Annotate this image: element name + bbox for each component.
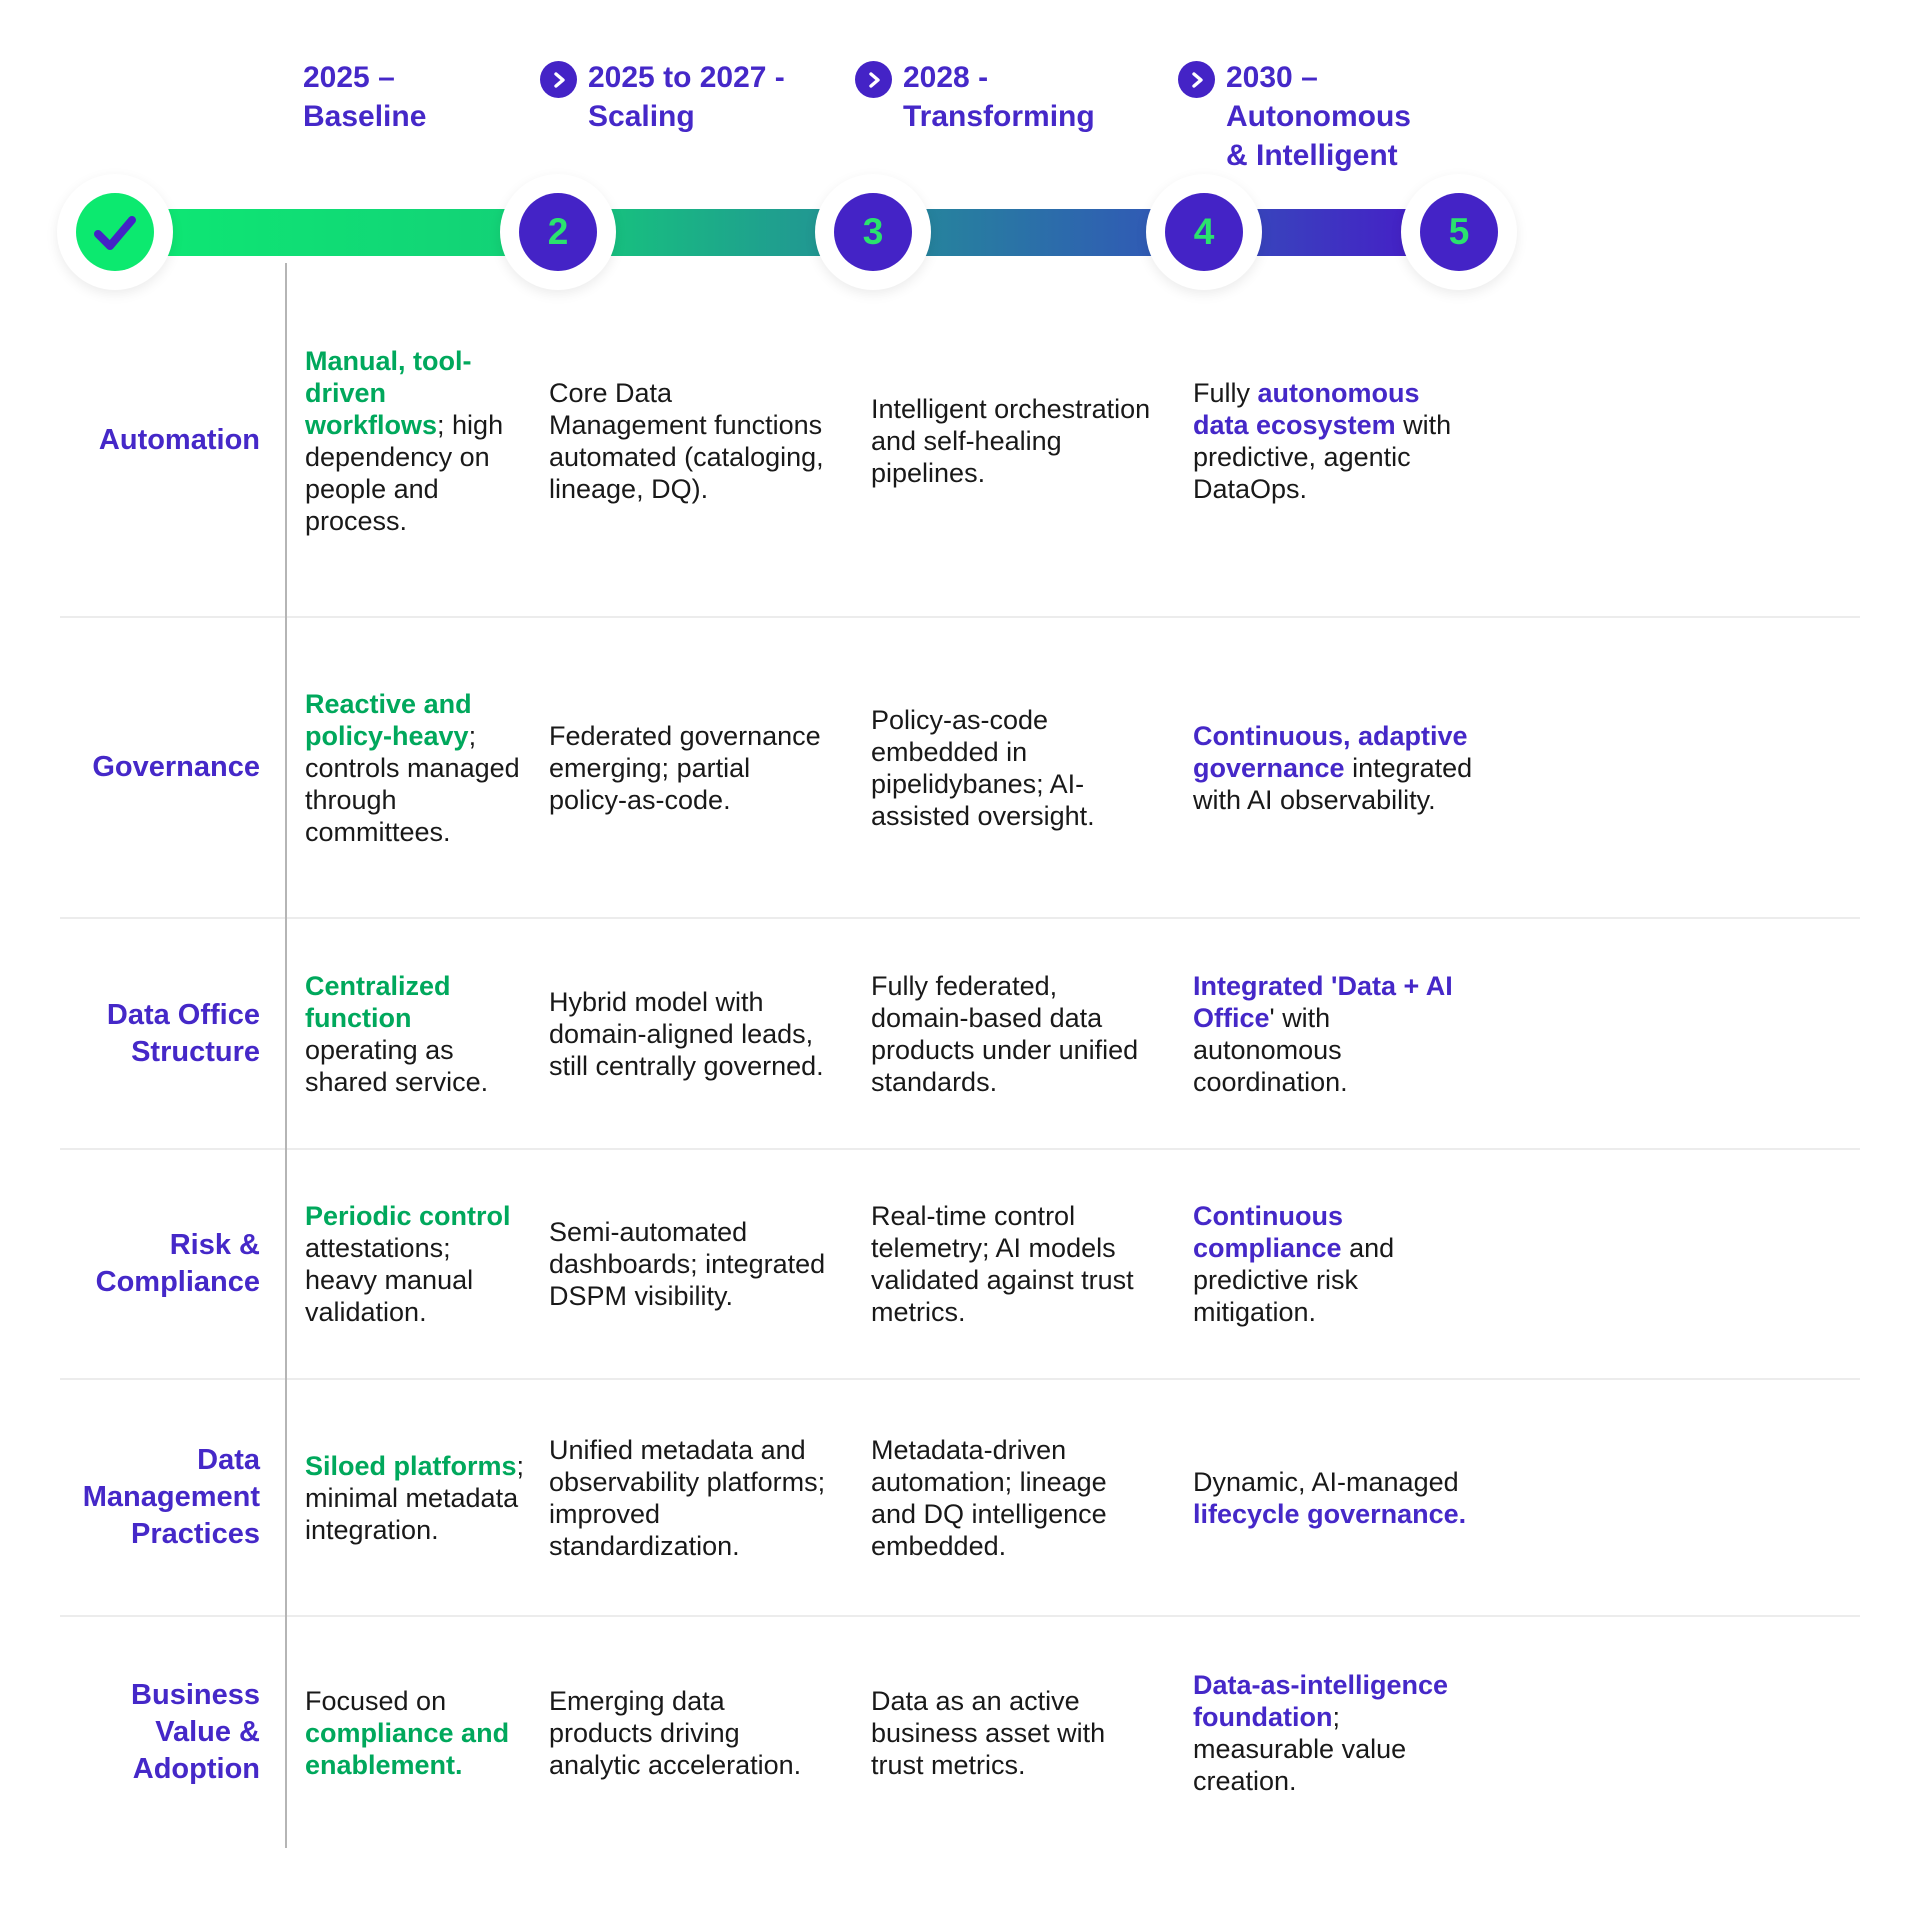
cell-2028: Metadata-driven automation; lineage and …: [871, 1434, 1107, 1561]
node-number: 2: [519, 193, 597, 271]
cell-2030: Continuous compliance and predictive ris…: [1193, 1201, 1395, 1327]
chevron-right-icon: [855, 61, 892, 98]
cell-2028: Policy-as-code embedded in pipelidybanes…: [871, 704, 1095, 831]
phase-title: 2025 to 2027 - Scaling: [588, 61, 785, 133]
phase-header-scaling: 2025 to 2027 - Scaling: [540, 58, 785, 136]
timeline-node-1: [57, 174, 173, 290]
phase-title: 2030 – Autonomous & Intelligent: [1226, 61, 1411, 172]
table-row-automation: Automation Manual, tool-driven workflows…: [60, 265, 1860, 616]
cell-2028: Real-time control telemetry; AI models v…: [871, 1201, 1134, 1327]
timeline-node-5: 5: [1401, 174, 1517, 290]
table-row-data-office-structure: Data Office Structure Centralized functi…: [60, 917, 1860, 1148]
row-label: Automation: [98, 424, 260, 456]
phase-header-baseline: 2025 – Baseline: [303, 58, 426, 136]
timeline-node-4: 4: [1146, 174, 1262, 290]
row-label: Business Value & Adoption: [131, 1679, 260, 1785]
cell-2025: Periodic control attestations; heavy man…: [305, 1201, 511, 1327]
cell-2025-2027: Hybrid model with domain-aligned leads, …: [549, 986, 824, 1081]
cell-2025: Focused on compliance and enablement.: [305, 1685, 510, 1780]
phase-title: 2025 – Baseline: [303, 61, 427, 133]
cell-2030: Continuous, adaptive governance integrat…: [1193, 720, 1473, 815]
cell-2030: Fully autonomous data ecosystem with pre…: [1193, 377, 1452, 504]
cell-2030: Dynamic, AI-managed lifecycle governance…: [1193, 1466, 1467, 1529]
cell-2030: Data-as-intelligence foundation; measura…: [1193, 1669, 1449, 1796]
timeline-node-3: 3: [815, 174, 931, 290]
table-row-governance: Governance Reactive and policy-heavy; co…: [60, 616, 1860, 917]
table-row-business-value-adoption: Business Value & Adoption Focused on com…: [60, 1615, 1860, 1848]
cell-2025-2027: Federated governance emerging; partial p…: [549, 720, 821, 815]
cell-2025-2027: Core Data Management functions automated…: [549, 377, 824, 504]
table-vertical-divider: [285, 263, 287, 1848]
row-label: Risk & Compliance: [95, 1229, 260, 1298]
phase-header-transforming: 2028 - Transforming: [855, 58, 1095, 136]
cell-2025-2027: Emerging data products driving analytic …: [549, 1685, 802, 1780]
chevron-right-icon: [1178, 61, 1215, 98]
phase-title: 2028 - Transforming: [903, 61, 1095, 133]
cell-2028: Fully federated, domain-based data produ…: [871, 970, 1139, 1097]
cell-2025: Manual, tool-driven workflows; high depe…: [305, 345, 504, 536]
cell-2025: Reactive and policy-heavy; controls mana…: [305, 688, 520, 847]
cell-2030: Integrated 'Data + AI Office' with auton…: [1193, 970, 1453, 1097]
chevron-right-icon: [540, 61, 577, 98]
table-row-risk-compliance: Risk & Compliance Periodic control attes…: [60, 1148, 1860, 1378]
row-label: Data Management Practices: [82, 1444, 260, 1550]
table-row-data-management-practices: Data Management Practices Siloed platfor…: [60, 1378, 1860, 1615]
row-label: Data Office Structure: [106, 998, 260, 1068]
maturity-table: Automation Manual, tool-driven workflows…: [60, 265, 1860, 1848]
cell-2025-2027: Unified metadata and observability platf…: [549, 1434, 826, 1561]
check-icon: [76, 193, 154, 271]
cell-2025-2027: Semi-automated dashboards; integrated DS…: [549, 1217, 826, 1311]
row-label: Governance: [92, 751, 260, 783]
cell-2028: Data as an active business asset with tr…: [871, 1685, 1106, 1780]
cell-2028: Intelligent orchestration and self-heali…: [871, 393, 1151, 488]
cell-2025: Centralized function operating as shared…: [305, 970, 489, 1097]
phase-header-autonomous: 2030 – Autonomous & Intelligent: [1178, 58, 1411, 175]
cell-2025: Siloed platforms; minimal metadata integ…: [305, 1450, 525, 1545]
timeline-bar: [115, 209, 1470, 256]
node-number: 3: [834, 193, 912, 271]
timeline-node-2: 2: [500, 174, 616, 290]
node-number: 4: [1165, 193, 1243, 271]
node-number: 5: [1420, 193, 1498, 271]
